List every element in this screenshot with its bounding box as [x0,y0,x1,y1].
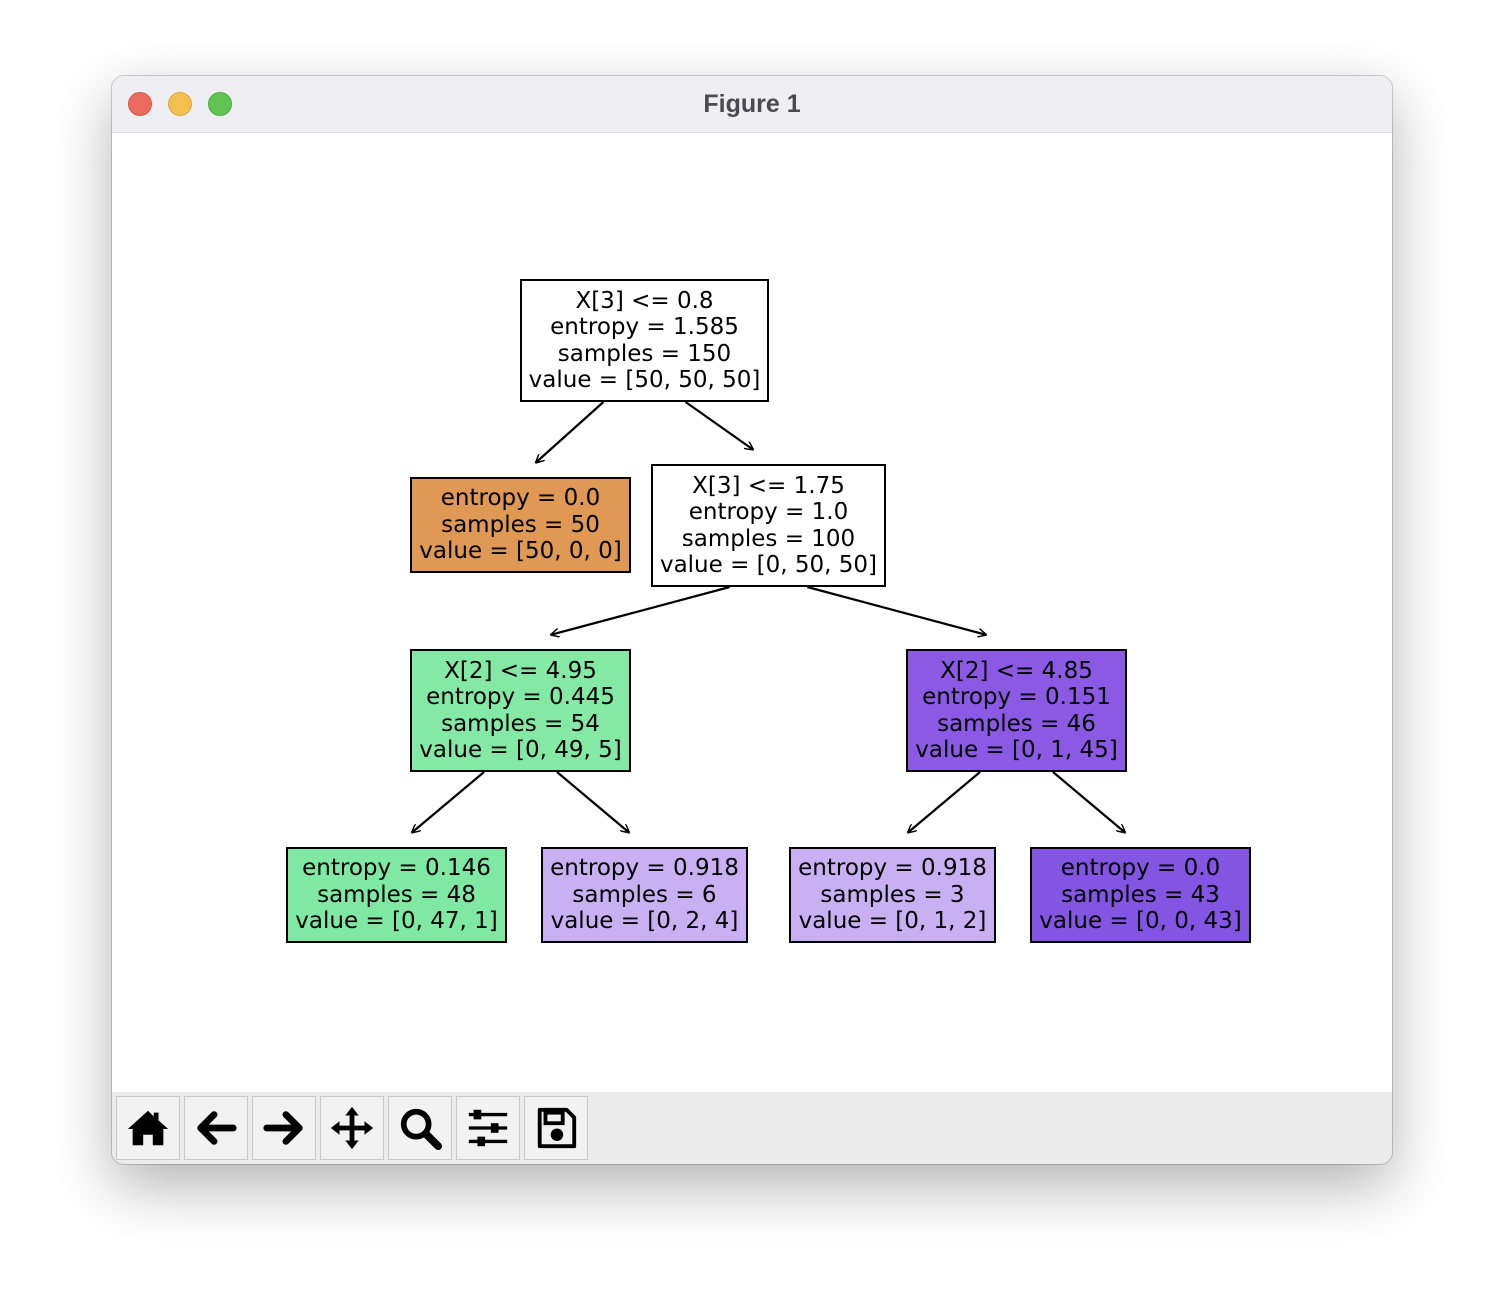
forward-button[interactable] [252,1096,316,1160]
node-value-label: value = [0, 47, 1] [295,908,498,935]
zoom-window-button[interactable] [208,92,232,116]
tree-node-split-x3: X[3] <= 1.75 entropy = 1.0 samples = 100… [651,464,886,587]
window-title: Figure 1 [703,90,801,118]
node-samples-label: samples = 50 [441,511,600,538]
sliders-icon [468,1109,508,1147]
tree-edge-arrow [684,401,754,450]
close-window-button[interactable] [128,92,152,116]
save-button[interactable] [524,1096,588,1160]
tree-node-leaf: entropy = 0.918 samples = 3 value = [0, … [789,847,996,943]
node-samples-label: samples = 150 [557,340,732,367]
node-entropy-label: entropy = 0.151 [922,684,1111,710]
tree-edge-arrow [907,771,981,833]
pan-button[interactable] [320,1096,384,1160]
node-samples-label: samples = 46 [937,710,1096,737]
node-value-label: value = [0, 50, 50] [659,552,878,578]
arrow-left-icon [197,1111,237,1145]
tree-node-leaf: entropy = 0.918 samples = 6 value = [0, … [541,847,748,943]
title-bar[interactable]: Figure 1 [112,76,1392,133]
node-entropy-label: entropy = 0.918 [550,855,739,882]
minimize-window-button[interactable] [168,92,192,116]
tree-edges [112,401,1392,1092]
arrow-right-icon [263,1111,303,1145]
node-value-label: value = [0, 1, 45] [915,737,1118,763]
node-entropy-label: entropy = 0.0 [1060,855,1221,882]
node-split-label: X[3] <= 0.8 [575,287,714,314]
node-samples-label: samples = 48 [317,881,476,908]
tree-edge-arrow [535,401,605,463]
node-entropy-label: entropy = 0.918 [798,855,987,882]
node-samples-label: samples = 100 [681,525,856,552]
node-entropy-label: entropy = 1.0 [688,499,849,525]
zoom-button[interactable] [388,1096,452,1160]
node-samples-label: samples = 6 [572,881,717,908]
node-value-label: value = [50, 0, 0] [419,538,622,565]
configure-subplots-button[interactable] [456,1096,520,1160]
home-icon [127,1110,169,1146]
magnifier-icon [400,1108,443,1151]
tree-edge-arrow [550,585,731,635]
node-value-label: value = [0, 2, 4] [550,908,739,935]
tree-node-leaf-setosa: entropy = 0.0 samples = 50 value = [50, … [410,477,631,573]
tree-node-split-right: X[2] <= 4.85 entropy = 0.151 samples = 4… [906,649,1127,772]
node-split-label: X[2] <= 4.85 [940,657,1093,684]
node-entropy-label: entropy = 1.585 [550,314,739,340]
node-entropy-label: entropy = 0.0 [440,485,601,512]
tree-edge-arrow [411,771,485,833]
floppy-disk-icon [537,1107,577,1149]
node-entropy-label: entropy = 0.146 [302,855,491,882]
tree-node-leaf: entropy = 0.0 samples = 43 value = [0, 0… [1030,847,1251,943]
node-samples-label: samples = 3 [820,881,965,908]
figure-canvas[interactable]: X[3] <= 0.8 entropy = 1.585 samples = 15… [112,133,1392,1092]
node-value-label: value = [0, 1, 2] [798,908,987,935]
navigation-toolbar [112,1092,1392,1164]
tree-node-root: X[3] <= 0.8 entropy = 1.585 samples = 15… [520,279,769,402]
node-samples-label: samples = 54 [441,710,600,737]
figure-window: Figure 1 X[3] <= 0.8 entropy = 1.585 sam… [112,76,1392,1164]
tree-edge-arrow [556,771,630,833]
node-split-label: X[2] <= 4.95 [444,657,597,684]
back-button[interactable] [184,1096,248,1160]
home-button[interactable] [116,1096,180,1160]
node-value-label: value = [50, 50, 50] [528,367,761,393]
tree-edge-arrow [806,585,986,635]
node-samples-label: samples = 43 [1061,881,1220,908]
move-icon [330,1106,374,1150]
tree-node-leaf: entropy = 0.146 samples = 48 value = [0,… [286,847,507,943]
tree-node-split-left: X[2] <= 4.95 entropy = 0.445 samples = 5… [410,649,631,772]
node-split-label: X[3] <= 1.75 [692,472,845,499]
tree-edge-arrow [1052,771,1126,833]
node-entropy-label: entropy = 0.445 [426,684,615,710]
node-value-label: value = [0, 49, 5] [419,737,622,763]
node-value-label: value = [0, 0, 43] [1039,908,1242,935]
